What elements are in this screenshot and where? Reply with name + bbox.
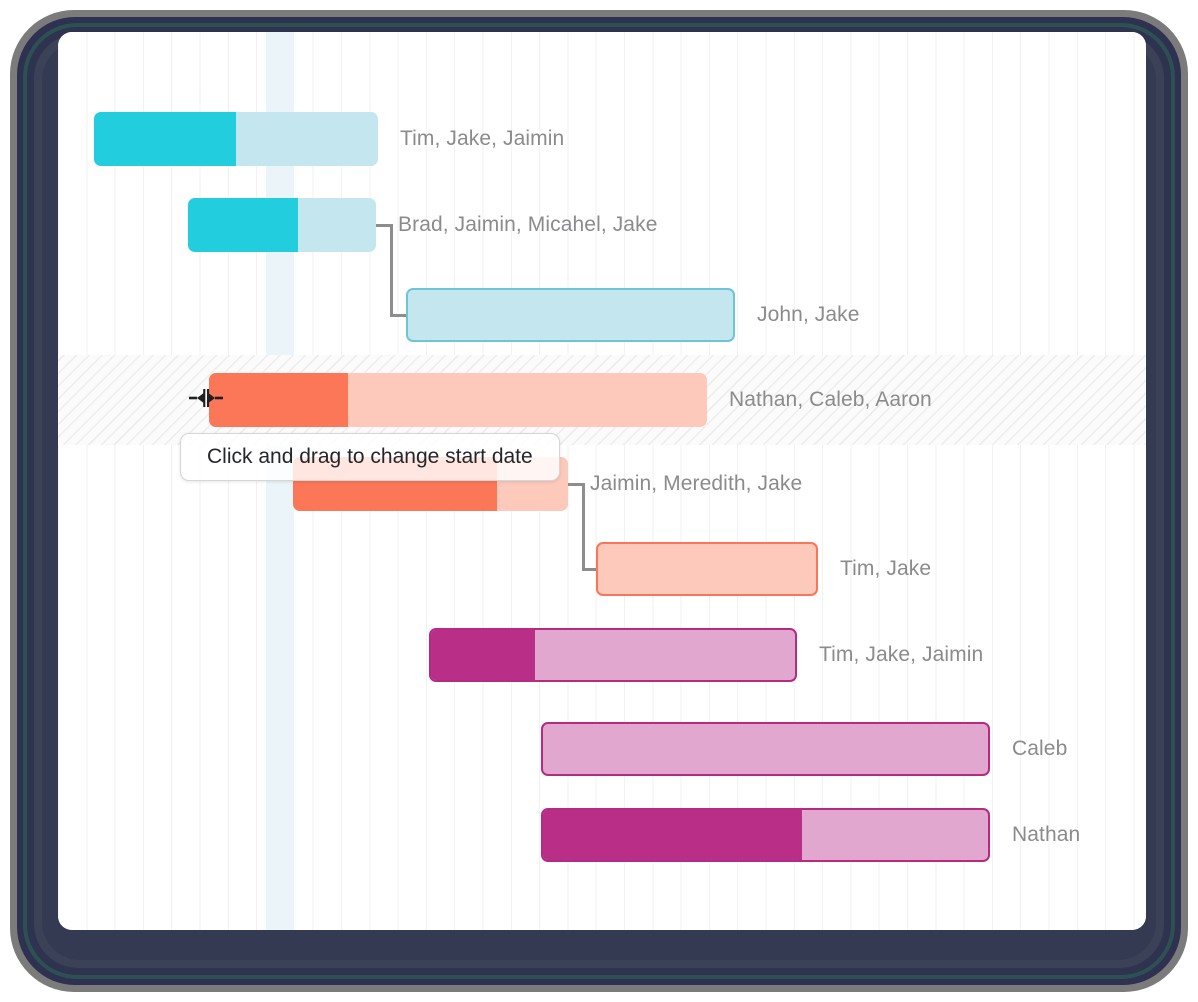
dependency-segment-horizontal xyxy=(582,567,596,571)
gantt-bar[interactable] xyxy=(596,542,818,596)
gantt-bar-assignees-label: John, Jake xyxy=(757,303,860,326)
gantt-row: Tim, Jake, Jaimin xyxy=(58,628,1146,682)
gantt-bar-progress xyxy=(209,373,348,427)
gantt-bar-progress xyxy=(431,630,535,680)
gantt-bar[interactable] xyxy=(429,628,797,682)
gantt-bar-progress xyxy=(188,198,298,252)
dependency-segment-vertical xyxy=(582,482,585,571)
gantt-row: Tim, Jake, Jaimin xyxy=(58,112,1146,166)
gantt-row: Caleb xyxy=(58,722,1146,776)
dependency-segment-horizontal xyxy=(376,223,393,227)
col-resize-cursor-icon xyxy=(186,385,226,411)
gantt-grid xyxy=(58,32,1146,930)
dependency-segment-vertical xyxy=(390,223,393,317)
gantt-bar-assignees-label: Tim, Jake, Jaimin xyxy=(400,127,565,150)
gantt-bar-progress xyxy=(543,810,802,860)
gantt-bar-assignees-label: Nathan xyxy=(1012,823,1081,846)
gantt-bar-assignees-label: Nathan, Caleb, Aaron xyxy=(729,388,932,411)
gantt-bar[interactable] xyxy=(541,808,990,862)
gantt-bar-assignees-label: Brad, Jaimin, Micahel, Jake xyxy=(398,213,658,236)
gantt-row: Tim, Jake xyxy=(58,542,1146,596)
gantt-row: Brad, Jaimin, Micahel, Jake xyxy=(58,198,1146,252)
gantt-bar[interactable] xyxy=(188,198,376,252)
gantt-bar[interactable] xyxy=(94,112,378,166)
drag-start-date-tooltip: Click and drag to change start date xyxy=(180,433,560,481)
gantt-bar-assignees-label: Caleb xyxy=(1012,737,1068,760)
gantt-bar[interactable] xyxy=(406,288,735,342)
dependency-segment-horizontal xyxy=(390,313,406,317)
gantt-row: John, Jake xyxy=(58,288,1146,342)
gantt-bar-assignees-label: Tim, Jake, Jaimin xyxy=(819,643,984,666)
dependency-segment-horizontal xyxy=(568,482,585,486)
gantt-row: Nathan, Caleb, Aaron xyxy=(58,373,1146,427)
gantt-row: Nathan xyxy=(58,808,1146,862)
gantt-bar[interactable] xyxy=(541,722,990,776)
today-column-highlight xyxy=(266,32,294,930)
gantt-bar-progress xyxy=(94,112,236,166)
gantt-bar[interactable] xyxy=(209,373,707,427)
gantt-bar-assignees-label: Jaimin, Meredith, Jake xyxy=(590,472,803,495)
gantt-bar-assignees-label: Tim, Jake xyxy=(840,557,932,580)
